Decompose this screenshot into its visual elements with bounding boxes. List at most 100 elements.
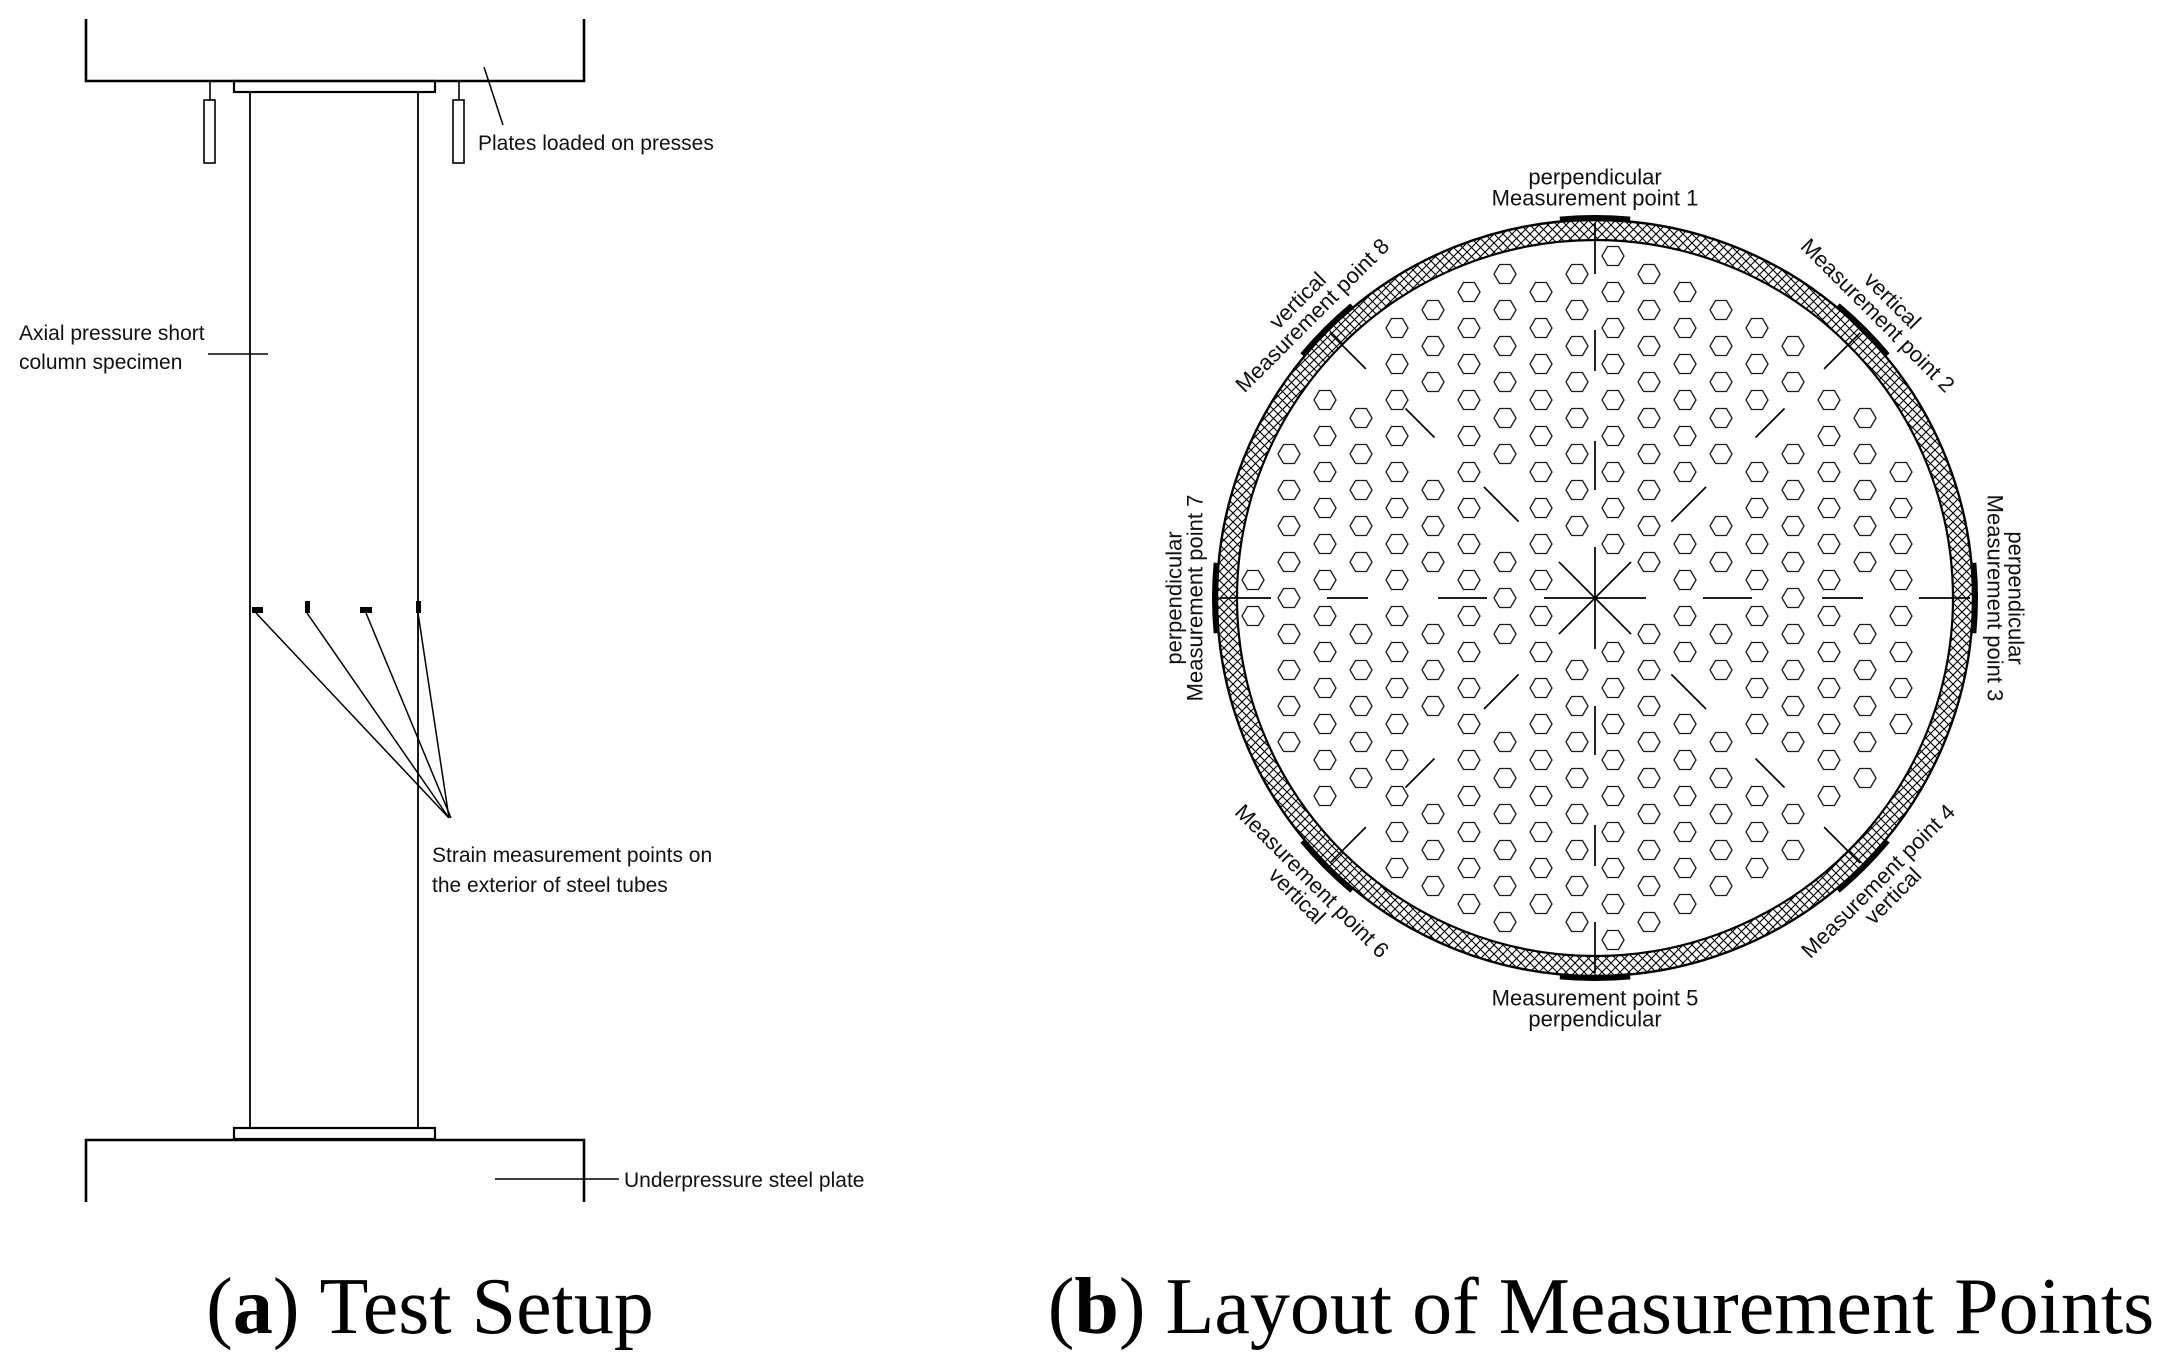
aggregate-hexagon (1745, 605, 1769, 627)
aggregate-hexagon (1457, 677, 1481, 699)
aggregate-hexagon (1601, 425, 1625, 447)
bottom-support-plate (84, 1138, 586, 1202)
left-displacement-gauge (203, 99, 216, 164)
aggregate-hexagon (1817, 533, 1841, 555)
caption-b-close: ) (1119, 1263, 1146, 1351)
aggregate-hexagon-pattern (1241, 245, 1913, 951)
radial-tick-mark (1670, 486, 1707, 523)
aggregate-hexagon (1421, 479, 1445, 501)
aggregate-hexagon (1565, 443, 1589, 465)
aggregate-hexagon (1277, 659, 1301, 681)
aggregate-hexagon (1745, 317, 1769, 339)
aggregate-hexagon (1853, 623, 1877, 645)
aggregate-hexagon (1529, 605, 1553, 627)
aggregate-hexagon (1601, 713, 1625, 735)
aggregate-hexagon (1349, 551, 1373, 573)
aggregate-hexagon (1637, 803, 1661, 825)
measurement-point-6-gauge (1300, 838, 1355, 893)
aggregate-hexagon (1385, 785, 1409, 807)
aggregate-hexagon (1385, 533, 1409, 555)
aggregate-hexagon (1349, 695, 1373, 717)
aggregate-hexagon (1853, 479, 1877, 501)
aggregate-hexagon (1637, 659, 1661, 681)
aggregate-hexagon (1781, 731, 1805, 753)
aggregate-hexagon (1601, 317, 1625, 339)
aggregate-hexagon (1313, 497, 1337, 519)
aggregate-hexagon (1853, 695, 1877, 717)
aggregate-hexagon (1349, 407, 1373, 429)
aggregate-hexagon (1385, 605, 1409, 627)
aggregate-hexagon (1457, 605, 1481, 627)
center-cross-line (1594, 597, 1632, 635)
aggregate-hexagon (1457, 389, 1481, 411)
aggregate-hexagon (1421, 371, 1445, 393)
aggregate-hexagon (1565, 299, 1589, 321)
radial-tick-mark (1754, 407, 1786, 439)
aggregate-hexagon (1889, 605, 1913, 627)
aggregate-hexagon (1601, 245, 1625, 267)
aggregate-hexagon (1601, 893, 1625, 915)
caption-a-open: ( (206, 1263, 233, 1351)
strain-leader-line (306, 612, 450, 819)
strain-leader-line (417, 612, 450, 819)
aggregate-hexagon (1637, 731, 1661, 753)
measurement-point-name: Measurement point 7 (1183, 495, 1208, 702)
measurement-point-7-label: Measurement point 7 perpendicular (1162, 495, 1208, 702)
aggregate-hexagon (1277, 443, 1301, 465)
measurement-point-1-gauge (1559, 215, 1631, 223)
aggregate-hexagon (1529, 497, 1553, 519)
measurement-point-orientation: perpendicular (1162, 531, 1187, 664)
radial-tick-mark (1404, 407, 1436, 439)
center-cross-line (1594, 561, 1632, 599)
aggregate-hexagon (1529, 641, 1553, 663)
aggregate-hexagon (1673, 569, 1697, 591)
aggregate-hexagon (1673, 713, 1697, 735)
aggregate-hexagon (1673, 785, 1697, 807)
aggregate-hexagon (1709, 623, 1733, 645)
aggregate-hexagon (1277, 731, 1301, 753)
aggregate-hexagon (1385, 425, 1409, 447)
radial-tick-mark (1670, 673, 1707, 710)
aggregate-hexagon (1781, 443, 1805, 465)
aggregate-hexagon (1601, 821, 1625, 843)
aggregate-hexagon (1529, 821, 1553, 843)
aggregate-hexagon (1853, 659, 1877, 681)
aggregate-hexagon (1601, 389, 1625, 411)
aggregate-hexagon (1349, 767, 1373, 789)
aggregate-hexagon (1709, 731, 1733, 753)
strain-gauge-arcs (1212, 215, 1978, 981)
radial-tick-mark (1329, 826, 1367, 864)
aggregate-hexagon (1565, 263, 1589, 285)
aggregate-hexagon (1493, 299, 1517, 321)
aggregate-hexagon (1673, 461, 1697, 483)
aggregate-hexagon (1817, 677, 1841, 699)
aggregate-hexagon (1709, 335, 1733, 357)
top-loading-plate (84, 19, 586, 83)
aggregate-hexagon (1817, 461, 1841, 483)
aggregate-hexagon (1781, 587, 1805, 609)
caption-a-letter: a (233, 1263, 273, 1351)
aggregate-hexagon (1637, 299, 1661, 321)
strain-points-label-line-1: Strain measurement points on (432, 844, 712, 867)
aggregate-hexagon (1457, 281, 1481, 303)
aggregate-hexagon (1457, 569, 1481, 591)
aggregate-hexagon (1277, 695, 1301, 717)
aggregate-hexagon (1565, 371, 1589, 393)
aggregate-hexagon (1529, 857, 1553, 879)
aggregate-hexagon (1601, 749, 1625, 771)
aggregate-hexagon (1565, 335, 1589, 357)
aggregate-hexagon (1637, 911, 1661, 933)
aggregate-hexagon (1313, 569, 1337, 591)
aggregate-hexagon (1493, 263, 1517, 285)
aggregate-hexagon (1313, 749, 1337, 771)
aggregate-hexagon (1709, 803, 1733, 825)
aggregate-hexagon (1745, 677, 1769, 699)
aggregate-hexagon (1817, 569, 1841, 591)
aggregate-hexagon (1817, 389, 1841, 411)
aggregate-hexagon (1529, 317, 1553, 339)
aggregate-hexagon (1457, 317, 1481, 339)
aggregate-hexagon (1493, 335, 1517, 357)
aggregate-hexagon (1349, 659, 1373, 681)
aggregate-hexagon (1745, 353, 1769, 375)
caption-a-close: ) (273, 1263, 300, 1351)
